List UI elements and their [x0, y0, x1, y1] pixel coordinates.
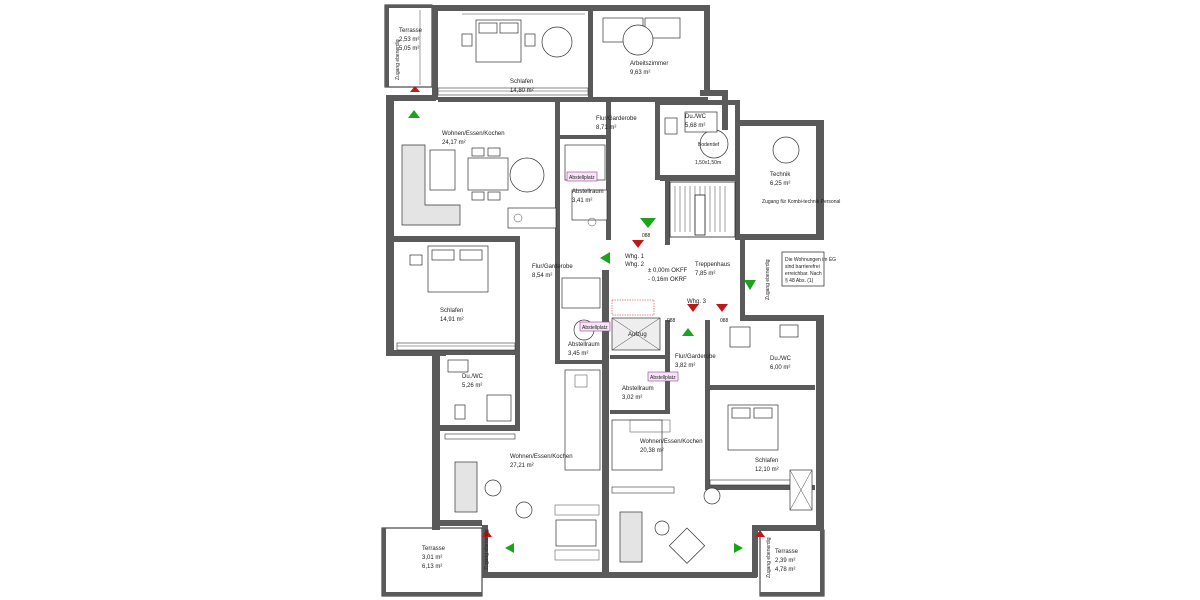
svg-text:5,05 m²: 5,05 m²	[399, 46, 419, 52]
svg-text:12,10 m²: 12,10 m²	[755, 467, 779, 473]
zugang-labels: Zugang ebenerdig Zugang ebenerdig Zugang…	[395, 39, 772, 578]
svg-text:Flur/Garderobe: Flur/Garderobe	[596, 116, 637, 122]
svg-text:14,80 m²: 14,80 m²	[510, 88, 534, 94]
svg-text:Wohnen/Essen/Kochen: Wohnen/Essen/Kochen	[442, 131, 505, 137]
access-arrows	[408, 110, 756, 553]
svg-text:7,85 m²: 7,85 m²	[695, 271, 715, 277]
outer-walls	[386, 5, 824, 578]
svg-text:14,91 m²: 14,91 m²	[440, 317, 464, 323]
abstellplatz-tags: Abstellplatz Abstellplatz Abstellplatz	[566, 171, 679, 382]
svg-text:Abstellraum: Abstellraum	[568, 342, 600, 348]
apartment-markers	[410, 86, 765, 537]
svg-text:erreichbar. Nach: erreichbar. Nach	[785, 271, 822, 277]
svg-text:Die Wohnungen im EG: Die Wohnungen im EG	[785, 257, 836, 263]
elevator	[611, 299, 661, 351]
svg-text:Zugang für Kombi-technik Perso: Zugang für Kombi-technik Personal	[762, 199, 840, 205]
arrow-icon	[505, 543, 514, 553]
svg-text:5,68 m²: 5,68 m²	[685, 123, 705, 129]
aufzug-label: Aufzug	[628, 332, 647, 338]
svg-text:1,50x1,50m: 1,50x1,50m	[695, 160, 721, 166]
staircase	[669, 181, 736, 238]
svg-text:Zugang ebenerdig: Zugang ebenerdig	[484, 529, 490, 570]
abstellplatz-label: Abstellplatz	[650, 375, 676, 381]
interior-walls	[394, 10, 815, 490]
svg-text:Du./WC: Du./WC	[685, 114, 707, 120]
svg-text:Schlafen: Schlafen	[440, 308, 463, 314]
svg-text:Zugang ebenerdig: Zugang ebenerdig	[395, 39, 401, 80]
apartment-labels: Whg. 1 Whg. 2 Whg. 3 ± 0,00m OKFF - 0,16…	[625, 233, 729, 338]
svg-text:088: 088	[720, 318, 729, 324]
svg-text:Wohnen/Essen/Kochen: Wohnen/Essen/Kochen	[640, 439, 703, 445]
svg-text:Wohnen/Essen/Kochen: Wohnen/Essen/Kochen	[510, 454, 573, 460]
furniture	[401, 13, 813, 564]
arrow-icon	[640, 218, 656, 228]
terrace-se	[759, 529, 825, 597]
svg-text:Whg. 1: Whg. 1	[625, 254, 645, 260]
svg-text:Technik: Technik	[770, 172, 791, 178]
svg-text:3,82 m²: 3,82 m²	[675, 363, 695, 369]
barrierefrei-note: Die Wohnungen im EG sind barrierefrei er…	[781, 251, 836, 287]
svg-text:24,17 m²: 24,17 m²	[442, 140, 466, 146]
svg-text:27,21 m²: 27,21 m²	[510, 463, 534, 469]
svg-text:Abstellraum: Abstellraum	[622, 386, 654, 392]
arrow-icon	[744, 280, 756, 290]
svg-text:4,78 m²: 4,78 m²	[775, 567, 795, 573]
svg-text:Zugang ebenerdig: Zugang ebenerdig	[765, 259, 771, 300]
svg-text:§ 48 Abs. (1): § 48 Abs. (1)	[785, 278, 814, 284]
arrow-icon	[408, 110, 420, 118]
svg-text:Zugang ebenerdig: Zugang ebenerdig	[766, 537, 772, 578]
svg-text:Flur/Garderobe: Flur/Garderobe	[532, 264, 573, 270]
arrow-icon	[734, 543, 743, 553]
svg-text:8,71 m²: 8,71 m²	[596, 125, 616, 131]
svg-text:Du./WC: Du./WC	[462, 374, 484, 380]
svg-text:Schlafen: Schlafen	[755, 458, 778, 464]
svg-text:Abstellraum: Abstellraum	[572, 189, 604, 195]
abstellplatz-label: Abstellplatz	[569, 175, 595, 181]
svg-text:6,13 m²: 6,13 m²	[422, 564, 442, 570]
svg-text:20,38 m²: 20,38 m²	[640, 448, 664, 454]
svg-text:3,02 m²: 3,02 m²	[622, 395, 642, 401]
arrow-icon	[600, 252, 610, 264]
svg-text:Whg. 2: Whg. 2	[625, 262, 645, 268]
arrow-icon	[682, 328, 694, 336]
svg-text:3,01 m²: 3,01 m²	[422, 555, 442, 561]
svg-text:Flur/Garderobe: Flur/Garderobe	[675, 354, 716, 360]
svg-text:sind barrierefrei: sind barrierefrei	[785, 264, 820, 270]
svg-text:Terrasse: Terrasse	[422, 546, 446, 552]
svg-text:2,39 m²: 2,39 m²	[775, 558, 795, 564]
svg-text:Terrasse: Terrasse	[399, 28, 423, 34]
svg-text:8,54 m²: 8,54 m²	[532, 273, 552, 279]
svg-text:3,41 m²: 3,41 m²	[572, 198, 592, 204]
window-bands	[396, 87, 811, 494]
svg-text:3,45 m²: 3,45 m²	[568, 351, 588, 357]
svg-text:Treppenhaus: Treppenhaus	[695, 262, 730, 268]
svg-text:6,00 m²: 6,00 m²	[770, 365, 790, 371]
svg-text:Whg. 3: Whg. 3	[687, 299, 707, 305]
svg-text:± 0,00m OKFF: ± 0,00m OKFF	[648, 268, 688, 274]
svg-text:Terrasse: Terrasse	[775, 549, 799, 555]
svg-text:088: 088	[667, 318, 676, 324]
room-labels: Terrasse 2,53 m² 5,05 m² Schlafen 14,80 …	[399, 28, 840, 573]
abstellplatz-label: Abstellplatz	[582, 325, 608, 331]
svg-text:2,53 m²: 2,53 m²	[399, 37, 419, 43]
svg-text:9,63 m²: 9,63 m²	[630, 70, 650, 76]
terrace-nw	[384, 4, 433, 88]
svg-text:- 0,16m OKRF: - 0,16m OKRF	[648, 277, 687, 283]
svg-text:Du./WC: Du./WC	[770, 356, 792, 362]
svg-text:Schlafen: Schlafen	[510, 79, 533, 85]
svg-text:Bodentief: Bodentief	[698, 142, 720, 148]
svg-text:088: 088	[642, 233, 651, 239]
svg-text:6,25 m²: 6,25 m²	[770, 181, 790, 187]
svg-text:Arbeitszimmer: Arbeitszimmer	[630, 61, 668, 67]
svg-text:5,26 m²: 5,26 m²	[462, 383, 482, 389]
terrace-sw	[381, 527, 483, 597]
